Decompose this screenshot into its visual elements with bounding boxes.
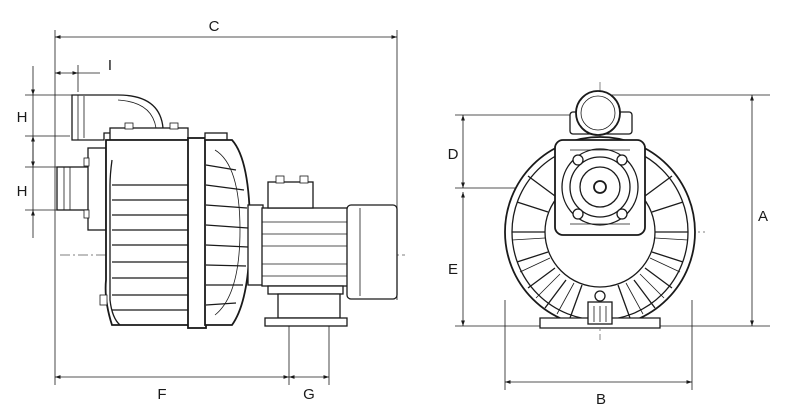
suction-inlet — [56, 147, 107, 231]
label-c: C — [209, 18, 220, 35]
label-i: I — [108, 57, 112, 74]
pump-housing — [99, 122, 196, 326]
front-base — [539, 290, 661, 329]
suction-flange — [554, 139, 646, 236]
label-e: E — [448, 261, 458, 278]
discharge-port — [569, 90, 633, 136]
label-a: A — [758, 208, 768, 225]
front-view: A D E B — [448, 82, 770, 408]
label-b: B — [596, 391, 606, 408]
label-f: F — [157, 386, 166, 403]
label-g: G — [303, 386, 315, 403]
motor-fan-housing — [204, 139, 251, 326]
motor — [247, 175, 398, 300]
label-h-upper: H — [17, 109, 28, 126]
motor-foot — [264, 285, 348, 327]
label-h-lower: H — [17, 183, 28, 200]
label-d: D — [448, 146, 459, 163]
side-view: C I H H F G — [17, 18, 405, 403]
